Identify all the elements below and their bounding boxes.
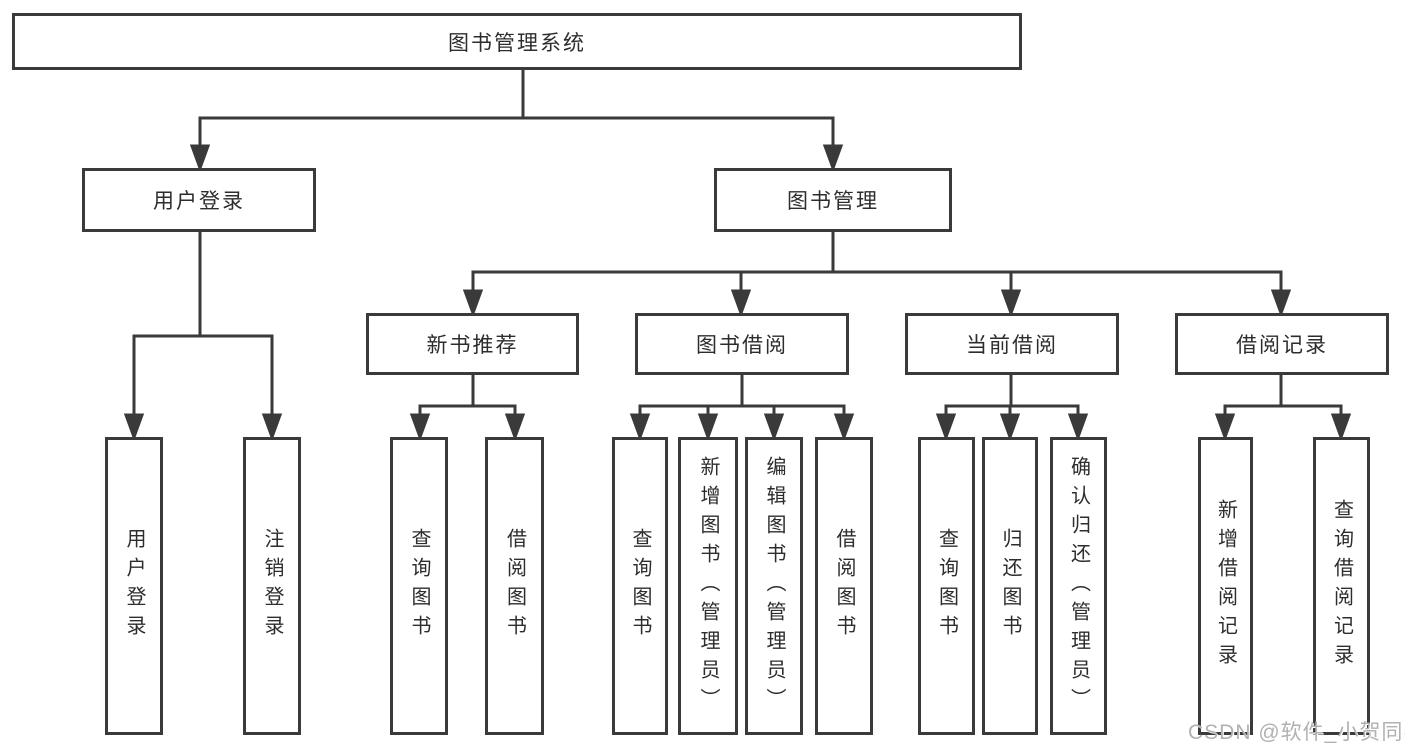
leaf-edit-books-admin-label: 编辑图书（管理员） [763,455,785,717]
node-new-book-recommend: 新书推荐 [366,313,579,375]
node-book-management: 图书管理 [714,168,952,232]
leaf-query-books-borrow-label: 查询图书 [629,528,651,644]
connector-group [123,67,1352,442]
leaf-query-books-recommend-label: 查询图书 [408,528,430,644]
node-user-login: 用户登录 [82,168,316,232]
leaf-query-books-borrow: 查询图书 [612,437,668,735]
leaf-query-borrow-record-label: 查询借阅记录 [1330,499,1353,673]
leaf-query-books-current-label: 查询图书 [935,528,958,644]
node-current-borrow: 当前借阅 [905,313,1119,375]
leaf-add-borrow-record: 新增借阅记录 [1198,437,1253,735]
leaf-borrow-books-label: 借阅图书 [833,528,855,644]
node-user-login-label: 用户登录 [153,190,245,213]
leaf-logout-label: 注销登录 [261,528,283,644]
node-book-borrow: 图书借阅 [635,313,849,375]
leaf-user-login-label: 用户登录 [123,528,145,644]
leaf-query-books-current: 查询图书 [918,437,975,735]
leaf-add-borrow-record-label: 新增借阅记录 [1214,499,1237,673]
leaf-edit-books-admin: 编辑图书（管理员） [745,437,803,735]
leaf-user-login: 用户登录 [105,437,163,735]
leaf-confirm-return-admin-label: 确认归还（管理员） [1067,455,1090,717]
leaf-confirm-return-admin: 确认归还（管理员） [1050,437,1107,735]
leaf-return-books: 归还图书 [982,437,1038,735]
node-current-borrow-label: 当前借阅 [966,334,1058,357]
node-book-borrow-label: 图书借阅 [696,334,788,357]
leaf-add-books-admin-label: 新增图书（管理员） [697,455,719,717]
leaf-borrow-books: 借阅图书 [815,437,873,735]
node-borrow-records-label: 借阅记录 [1236,334,1328,357]
csdn-watermark: CSDN @软件_小贺同学 [1188,721,1405,744]
leaf-query-books-recommend: 查询图书 [390,437,448,735]
node-root-label: 图书管理系统 [448,31,586,55]
leaf-query-borrow-record: 查询借阅记录 [1313,437,1370,735]
node-root: 图书管理系统 [12,13,1022,70]
node-borrow-records: 借阅记录 [1175,313,1389,375]
leaf-add-books-admin: 新增图书（管理员） [678,437,738,735]
leaf-borrow-books-recommend: 借阅图书 [485,437,544,735]
node-book-management-label: 图书管理 [787,190,879,213]
leaf-return-books-label: 归还图书 [999,528,1021,644]
leaf-logout: 注销登录 [243,437,301,735]
leaf-borrow-books-recommend-label: 借阅图书 [503,528,526,644]
node-new-book-recommend-label: 新书推荐 [426,334,519,357]
